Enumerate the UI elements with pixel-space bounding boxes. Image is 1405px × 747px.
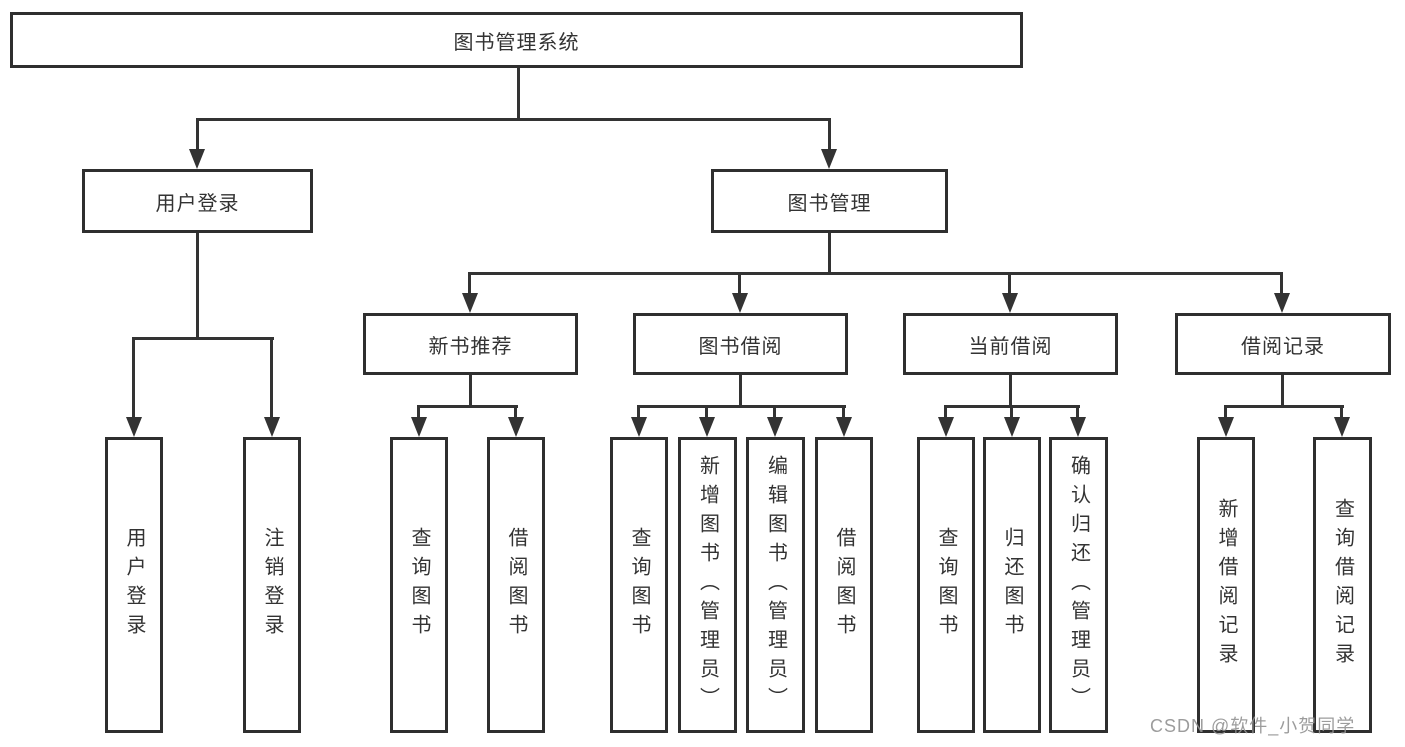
connector-book-borrow-branch: [637, 405, 846, 408]
leaf-confirm-return-admin: 确认归还（管理员）: [1049, 437, 1108, 733]
connector-book-borrow-drop: [739, 375, 742, 408]
connector-stem-leaf: [132, 337, 135, 421]
connector-stem-borrow-records: [1280, 272, 1283, 295]
arrow-down-icon: [631, 417, 647, 437]
arrow-down-icon: [699, 417, 715, 437]
connector-borrow-records-branch: [1224, 405, 1344, 408]
leaf-borrow-books-new: 借阅图书: [487, 437, 545, 733]
connector-level2-branch: [196, 118, 831, 121]
connector-stem-leaf: [944, 405, 947, 421]
node-label: 当前借阅: [968, 335, 1053, 358]
connector-stem-leaf: [1010, 405, 1013, 421]
arrow-down-icon: [1002, 293, 1018, 313]
node-new-book-recommend: 新书推荐: [363, 313, 578, 375]
arrow-down-icon: [767, 417, 783, 437]
arrow-down-icon: [821, 149, 837, 169]
arrow-down-icon: [462, 293, 478, 313]
node-label: 用户登录: [155, 192, 240, 215]
node-label: 借阅图书: [833, 527, 855, 643]
node-label: 确认归还（管理员）: [1067, 454, 1090, 716]
node-label: 查询图书: [935, 527, 957, 643]
node-label: 借阅记录: [1241, 335, 1325, 358]
connector-level3-branch: [469, 272, 1283, 275]
node-label: 新书推荐: [428, 335, 513, 358]
connector-stem-leaf: [270, 337, 273, 421]
connector-stem-leaf: [1340, 405, 1343, 421]
node-label: 归还图书: [1001, 527, 1023, 643]
node-label: 借阅图书: [505, 527, 527, 643]
arrow-down-icon: [732, 293, 748, 313]
node-current-borrowing: 当前借阅: [903, 313, 1118, 375]
connector-stem-leaf: [705, 405, 708, 421]
connector-current-borrow-drop: [1009, 375, 1012, 408]
leaf-query-books-current: 查询图书: [917, 437, 975, 733]
connector-new-books-drop: [469, 375, 472, 408]
leaf-return-books: 归还图书: [983, 437, 1041, 733]
connector-book-mgmt-drop: [828, 233, 831, 275]
leaf-add-books-admin: 新增图书（管理员）: [678, 437, 737, 733]
leaf-borrow-books: 借阅图书: [815, 437, 873, 733]
arrow-down-icon: [938, 417, 954, 437]
arrow-down-icon: [1334, 417, 1350, 437]
leaf-edit-books-admin: 编辑图书（管理员）: [746, 437, 805, 733]
node-borrowing-records: 借阅记录: [1175, 313, 1391, 375]
connector-stem-leaf: [514, 405, 517, 421]
leaf-add-borrow-record: 新增借阅记录: [1197, 437, 1255, 733]
connector-user-login-drop: [196, 233, 199, 340]
leaf-query-books-borrow: 查询图书: [610, 437, 668, 733]
connector-new-books-branch: [417, 405, 518, 408]
node-label: 查询图书: [408, 527, 430, 643]
connector-stem-user-login: [196, 118, 199, 151]
arrow-down-icon: [264, 417, 280, 437]
node-label: 新增图书（管理员）: [696, 454, 719, 716]
leaf-query-borrow-record: 查询借阅记录: [1313, 437, 1372, 733]
connector-user-login-branch: [132, 337, 274, 340]
connector-stem-book-borrow: [738, 272, 741, 295]
connector-borrow-records-drop: [1281, 375, 1284, 408]
node-label: 注销登录: [261, 527, 283, 643]
node-book-borrowing: 图书借阅: [633, 313, 848, 375]
node-label: 查询图书: [628, 527, 650, 643]
node-user-login: 用户登录: [82, 169, 313, 233]
node-label: 查询借阅记录: [1331, 498, 1354, 672]
connector-root-drop: [517, 68, 520, 121]
arrow-down-icon: [1218, 417, 1234, 437]
connector-stem-leaf: [1076, 405, 1079, 421]
node-book-management: 图书管理: [711, 169, 948, 233]
node-label: 图书管理系统: [453, 31, 580, 54]
arrow-down-icon: [1070, 417, 1086, 437]
leaf-query-books-new: 查询图书: [390, 437, 448, 733]
watermark: CSDN @软件_小贺同学: [1150, 716, 1356, 736]
connector-stem-new-books: [468, 272, 471, 295]
connector-stem-leaf: [773, 405, 776, 421]
node-label: 图书管理: [787, 192, 872, 215]
arrow-down-icon: [411, 417, 427, 437]
connector-stem-current-borrow: [1008, 272, 1011, 295]
arrow-down-icon: [189, 149, 205, 169]
leaf-logout: 注销登录: [243, 437, 301, 733]
connector-stem-book-mgmt: [828, 118, 831, 151]
connector-stem-leaf: [1224, 405, 1227, 421]
leaf-user-login: 用户登录: [105, 437, 163, 733]
arrow-down-icon: [836, 417, 852, 437]
node-label: 图书借阅: [698, 335, 783, 358]
arrow-down-icon: [1274, 293, 1290, 313]
arrow-down-icon: [126, 417, 142, 437]
node-label: 新增借阅记录: [1215, 498, 1237, 672]
connector-stem-leaf: [842, 405, 845, 421]
arrow-down-icon: [508, 417, 524, 437]
connector-stem-leaf: [417, 405, 420, 421]
node-label: 编辑图书（管理员）: [764, 454, 787, 716]
node-library-management-system: 图书管理系统: [10, 12, 1023, 68]
arrow-down-icon: [1004, 417, 1020, 437]
node-label: 用户登录: [123, 527, 145, 643]
connector-stem-leaf: [637, 405, 640, 421]
